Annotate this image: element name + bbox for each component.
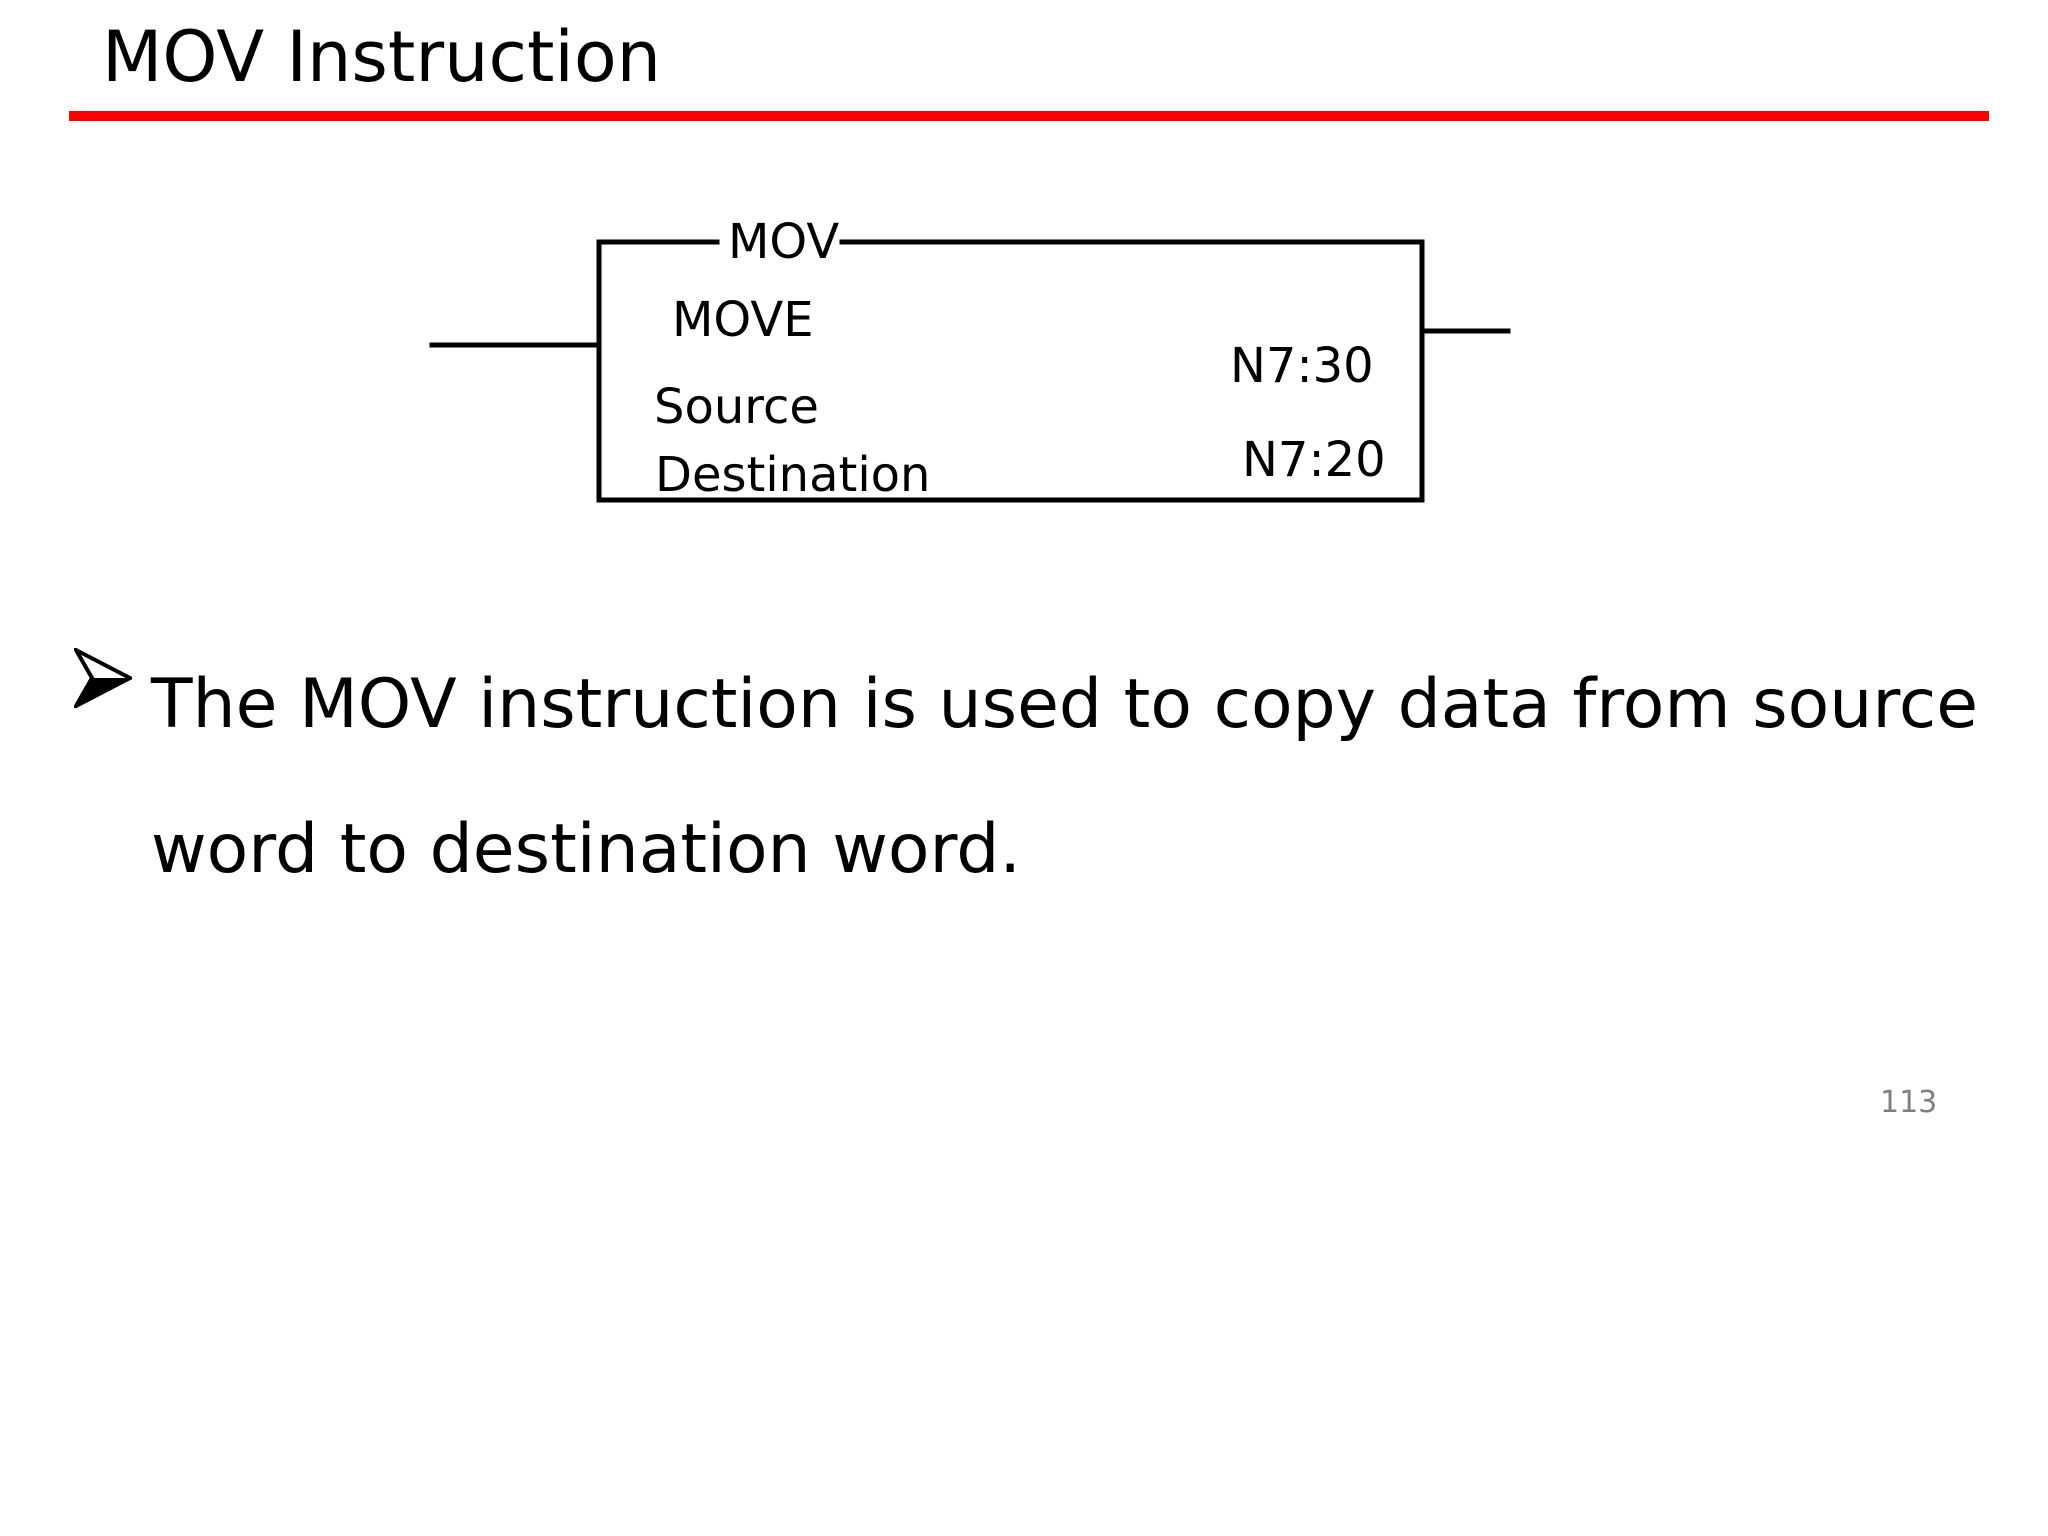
- source-value: N7:30: [1230, 338, 1374, 394]
- bullet-text: The MOV instruction is used to copy data…: [151, 665, 1979, 889]
- mov-instruction-block: MOV MOVE Source Destination N7:30 N7:20: [420, 215, 1530, 515]
- block-name: MOVE: [672, 292, 814, 348]
- destination-value: N7:20: [1242, 432, 1386, 488]
- source-label: Source: [654, 379, 819, 435]
- destination-label: Destination: [655, 447, 931, 503]
- slide-title: MOV Instruction: [102, 16, 662, 98]
- instruction-box-lines: [429, 239, 1511, 503]
- title-underline: [69, 111, 1989, 121]
- page-number: 113: [1880, 1085, 1938, 1120]
- arrowhead-bullet-icon: [74, 648, 132, 708]
- block-header: MOV: [728, 214, 840, 270]
